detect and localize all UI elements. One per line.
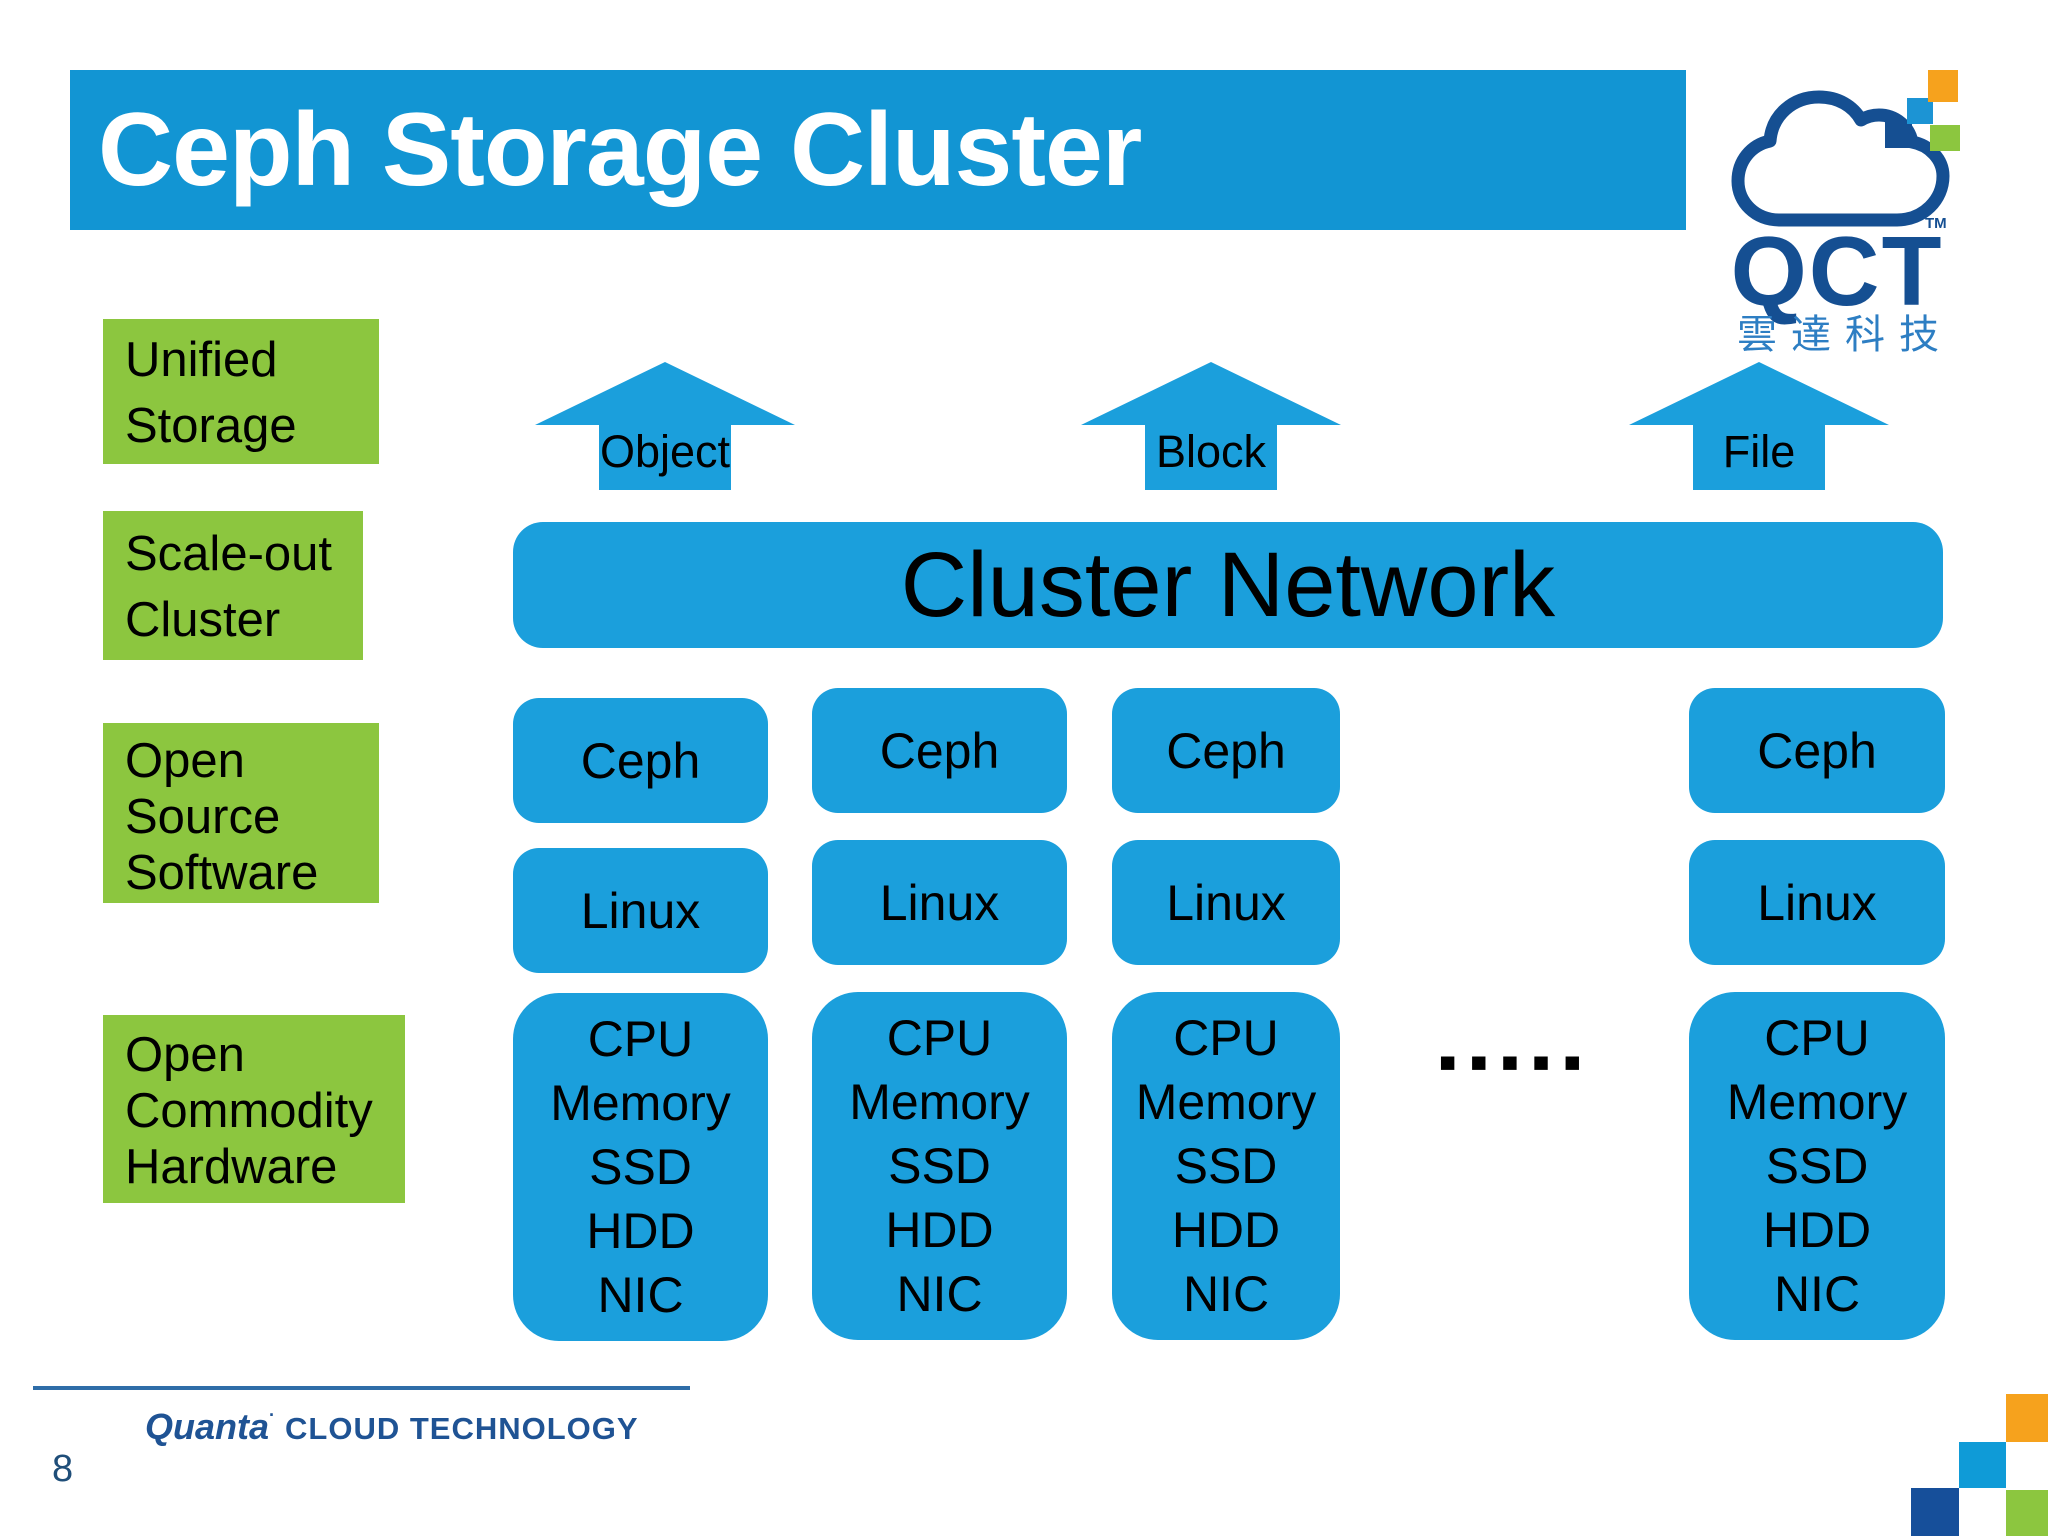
page-number: 8	[52, 1448, 74, 1490]
corner-mosaic-navy-square	[1911, 1488, 1959, 1536]
quanta-logo: Quanta· CLOUD TECHNOLOGY	[145, 1405, 639, 1448]
label-unified-storage: Unified Storage	[103, 319, 379, 464]
hardware-box-col2: CPU Memory SSD HDD NIC	[812, 992, 1067, 1340]
footer-divider	[33, 1386, 690, 1390]
hw-line: Memory	[849, 1074, 1030, 1130]
hw-line: Memory	[550, 1075, 731, 1131]
hw-line: HDD	[1762, 1202, 1872, 1258]
hw-line: Memory	[1726, 1074, 1908, 1130]
brand-quanta: Quanta	[145, 1406, 270, 1447]
hw-line: SSD	[589, 1139, 692, 1195]
logo-pixel-green	[1930, 125, 1960, 151]
linux-box-col3: Linux	[1112, 840, 1340, 965]
hw-line: CPU	[587, 1011, 694, 1067]
label-scale-out-cluster: Scale-out Cluster	[103, 511, 363, 660]
linux-box-col4: Linux	[1689, 840, 1945, 965]
block-arrow-icon	[1081, 362, 1341, 490]
hw-line: HDD	[885, 1202, 994, 1258]
ceph-box-col2: Ceph	[812, 688, 1067, 813]
label-open-source-software: Open Source Software	[103, 723, 379, 903]
ellipsis-dots: ▪▪▪▪▪	[1438, 1032, 1594, 1092]
hw-line: NIC	[597, 1267, 684, 1323]
label-line: Software	[125, 846, 319, 900]
logo-pixel-blue	[1907, 98, 1933, 124]
arrow-label-object: Object	[599, 426, 731, 477]
linux-box-col1: Linux	[513, 848, 768, 973]
corner-mosaic-blue-square	[1959, 1442, 2006, 1488]
label-line: Scale-out	[125, 527, 333, 581]
label-open-commodity-hardware: Open Commodity Hardware	[103, 1015, 405, 1203]
label-line: Storage	[125, 399, 297, 453]
hw-line: CPU	[1764, 1010, 1870, 1066]
label-line: Commodity	[125, 1084, 373, 1138]
hw-line: CPU	[1173, 1010, 1279, 1066]
corner-mosaic-green-square	[2006, 1490, 2048, 1536]
hw-line: SSD	[1765, 1138, 1869, 1194]
logo-pixel-orange	[1928, 70, 1958, 102]
object-arrow-icon	[535, 362, 795, 490]
hw-line: Memory	[1135, 1074, 1317, 1130]
logo-tm: TM	[1925, 215, 1947, 232]
hw-line: NIC	[896, 1266, 983, 1322]
label-line: Open	[125, 734, 245, 788]
linux-box-col2: Linux	[812, 840, 1067, 965]
hardware-box-col4: CPU Memory SSD HDD NIC	[1689, 992, 1945, 1340]
ceph-box-col1: Ceph	[513, 698, 768, 823]
cluster-network-label: Cluster Network	[900, 533, 1556, 636]
corner-mosaic-orange-square	[2006, 1394, 2048, 1442]
title-bar: Ceph Storage Cluster	[70, 70, 1686, 230]
trademark-dot: ·	[269, 1405, 276, 1425]
brand-cloud-technology: CLOUD TECHNOLOGY	[285, 1411, 639, 1446]
arrow-label-file: File	[1722, 426, 1796, 477]
hw-line: HDD	[586, 1203, 695, 1259]
hw-line: NIC	[1182, 1266, 1270, 1322]
page-title: Ceph Storage Cluster	[98, 91, 1142, 208]
hw-line: NIC	[1773, 1266, 1861, 1322]
logo-pixel-navy	[1885, 122, 1912, 148]
label-line: Hardware	[125, 1140, 338, 1194]
hardware-box-col3: CPU Memory SSD HDD NIC	[1112, 992, 1340, 1340]
label-line: Open	[125, 1028, 245, 1082]
label-line: Cluster	[125, 593, 281, 647]
hw-line: HDD	[1171, 1202, 1281, 1258]
label-line: Source	[125, 790, 281, 844]
cluster-network-bar: Cluster Network	[513, 522, 1943, 648]
hw-line: SSD	[1174, 1138, 1278, 1194]
ceph-box-col3: Ceph	[1112, 688, 1340, 813]
logo-text: QCT	[1731, 216, 1944, 326]
hw-line: CPU	[886, 1010, 993, 1066]
ceph-box-col4: Ceph	[1689, 688, 1945, 813]
label-line: Unified	[125, 333, 278, 387]
qct-logo: QCT TM 雲達科技	[1725, 62, 1960, 357]
arrow-label-block: Block	[1155, 426, 1267, 477]
hw-line: SSD	[888, 1138, 991, 1194]
hardware-box-col1: CPU Memory SSD HDD NIC	[513, 993, 768, 1341]
logo-subtext: 雲達科技	[1737, 313, 1953, 357]
file-arrow-icon	[1629, 362, 1889, 490]
